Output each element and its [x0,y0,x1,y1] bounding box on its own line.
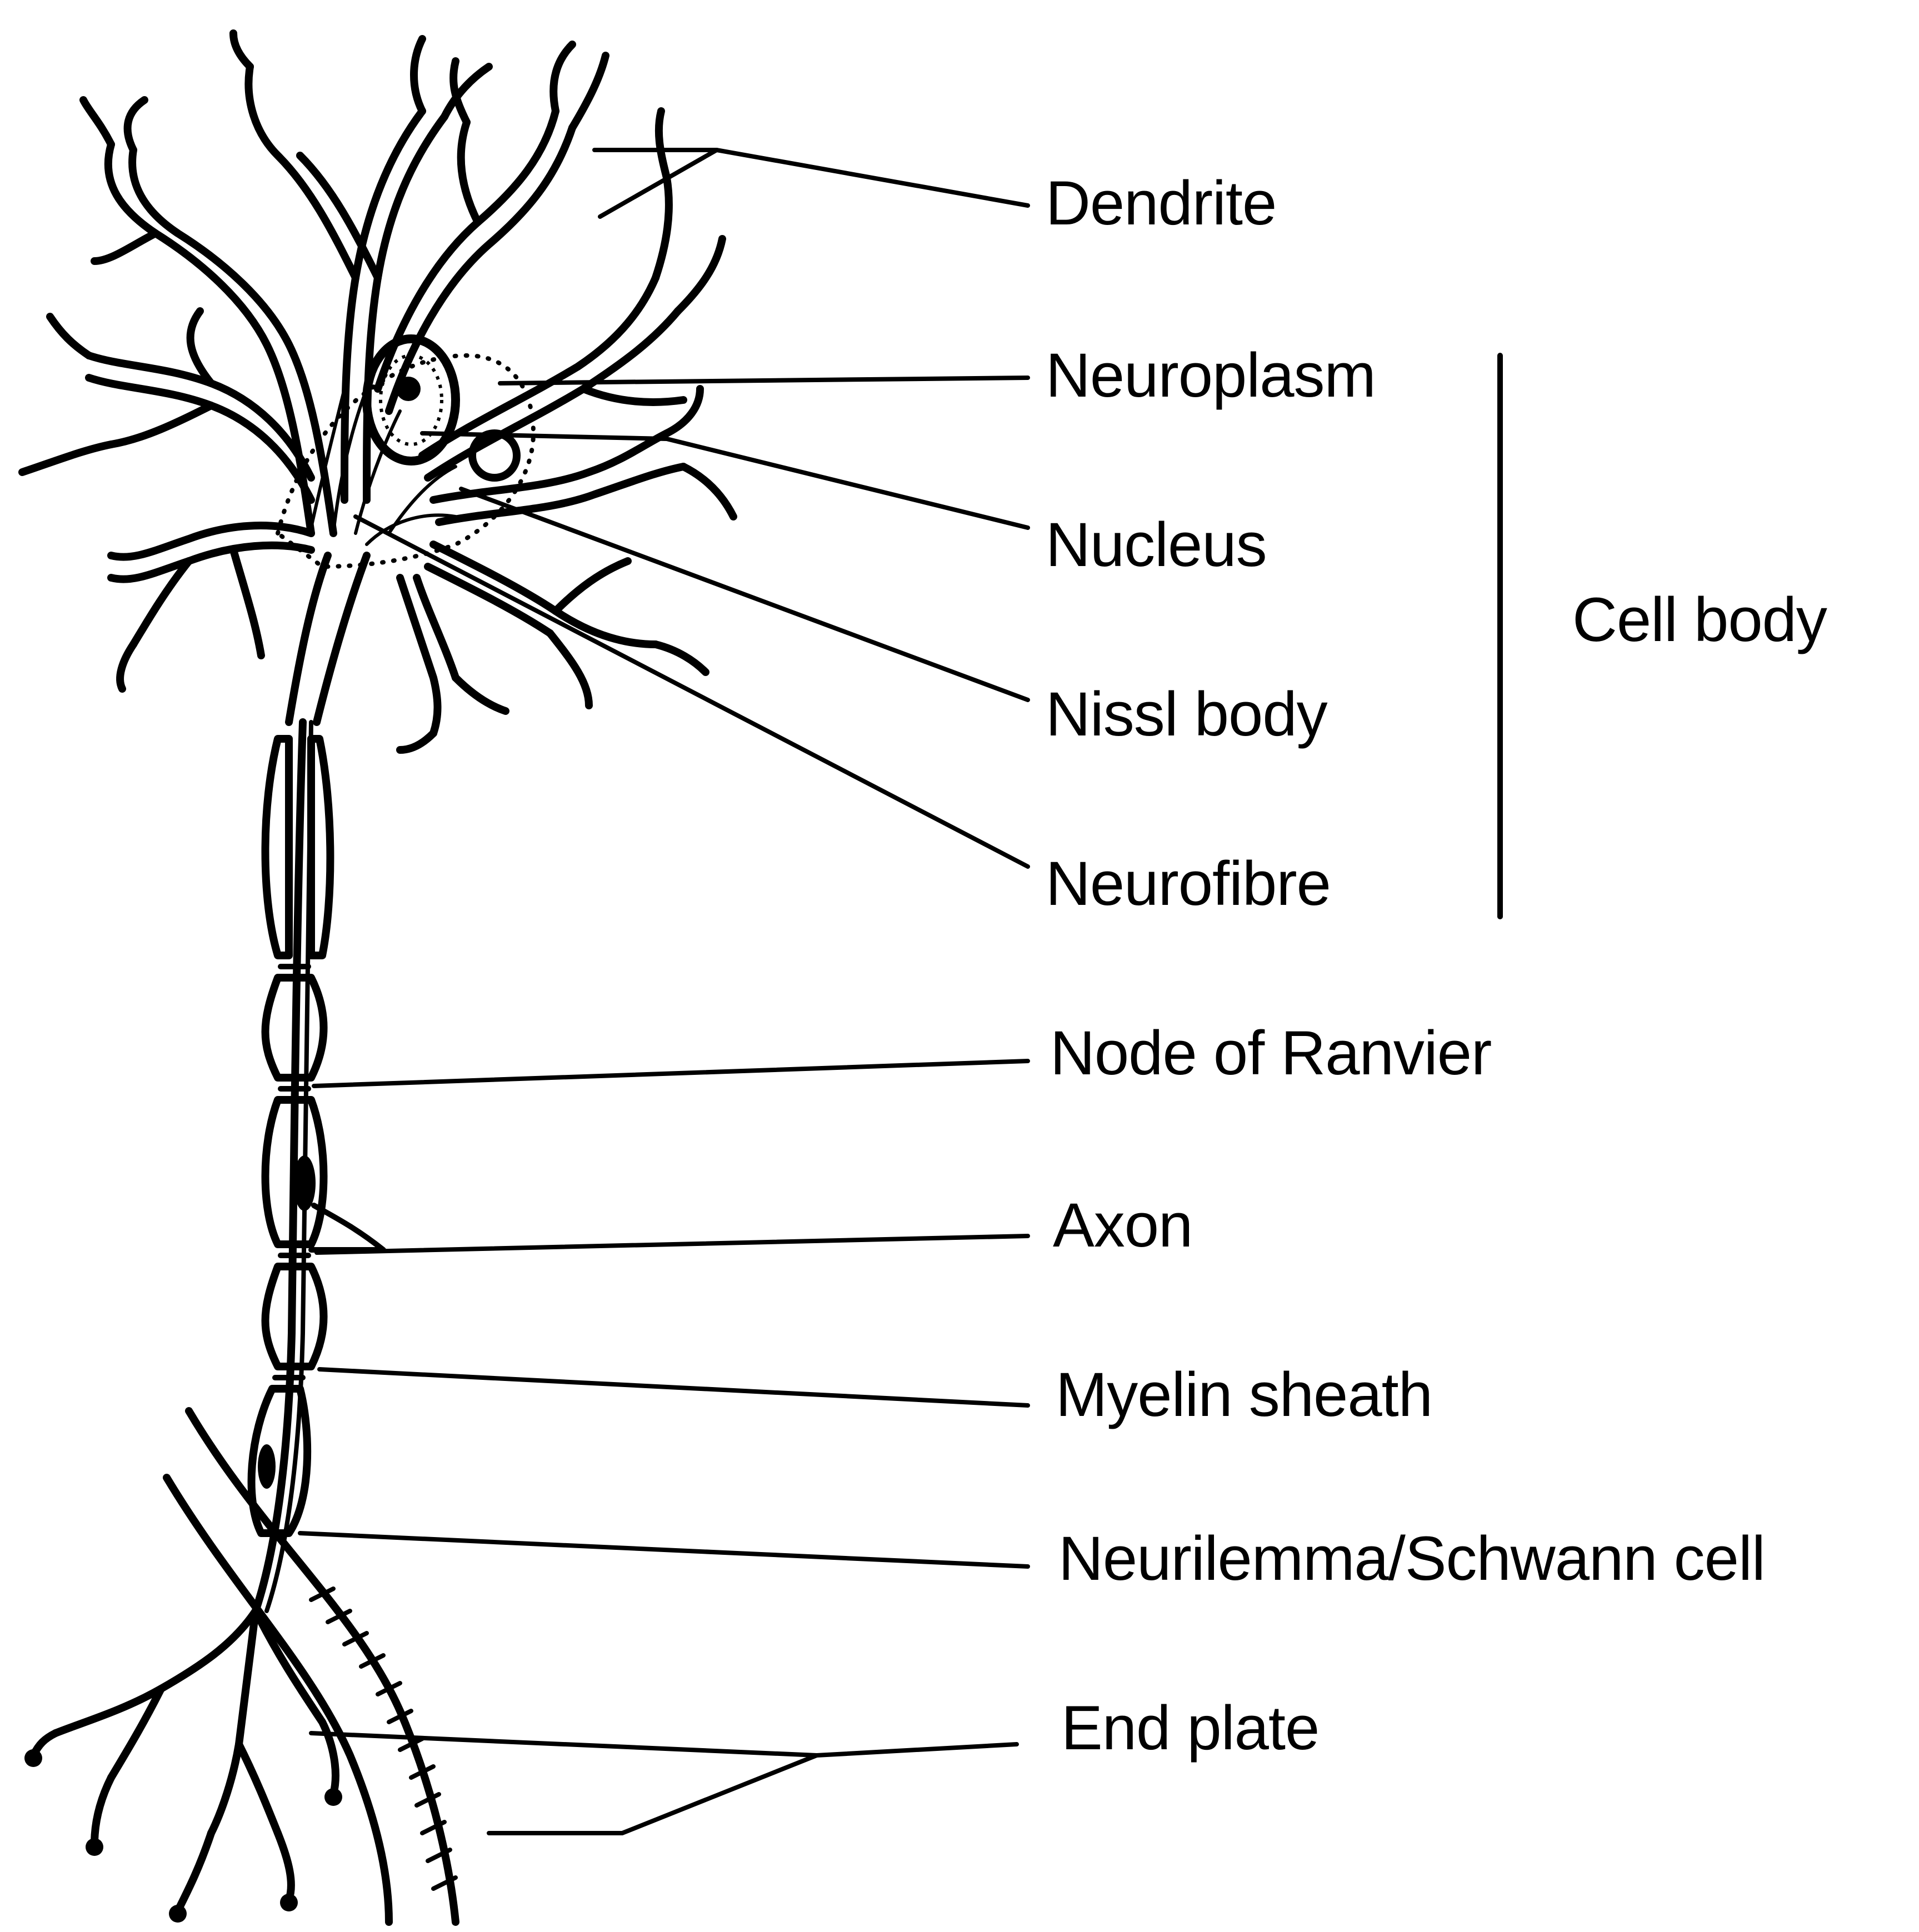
axon-collateral [311,1205,383,1250]
label-neurilemma: Neurilemma/Schwann cell [1058,1528,1765,1590]
label-node-of-ranvier: Node of Ranvier [1050,1022,1491,1084]
label-end-plate: End plate [1061,1697,1319,1759]
label-neuroplasm: Neuroplasm [1046,344,1376,407]
label-dendrite: Dendrite [1046,172,1276,234]
label-nissl-body: Nissl body [1046,683,1327,745]
label-neurofibre: Neurofibre [1046,853,1331,915]
dendrites [22,33,733,750]
label-nucleus: Nucleus [1046,514,1267,576]
label-axon: Axon [1053,1194,1192,1257]
label-myelin-sheath: Myelin sheath [1056,1364,1432,1426]
nucleus-shape [367,339,456,461]
label-cell-body: Cell body [1572,589,1827,651]
